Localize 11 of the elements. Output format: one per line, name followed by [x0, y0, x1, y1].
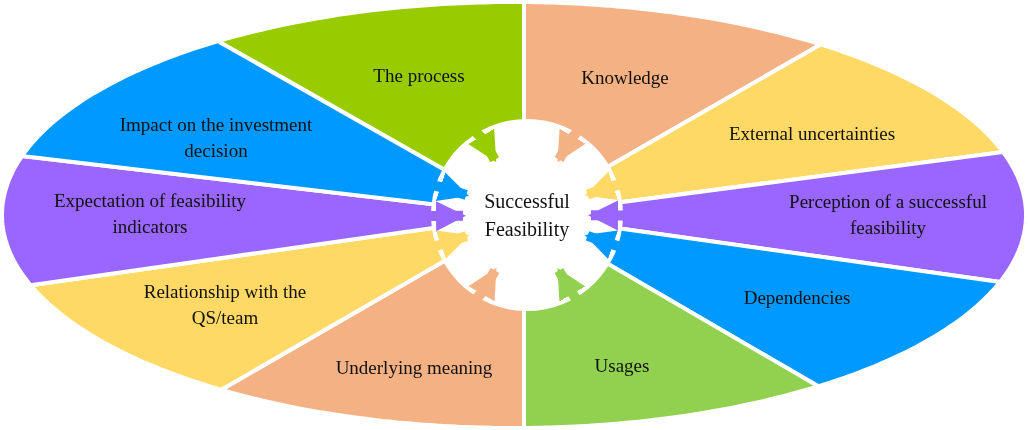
segment-label: Expectation of feasibility indicators — [52, 189, 248, 239]
segment-label: Perception of a successful feasibility — [788, 190, 988, 240]
segment-label: Dependencies — [742, 286, 852, 311]
segment-label: Usages — [593, 354, 651, 379]
segment-label: The process — [372, 64, 466, 89]
segment-label: External uncertainties — [727, 122, 897, 147]
segment-label: Relationship with the QS/team — [142, 280, 308, 330]
segment-label: Impact on the investment decision — [118, 113, 314, 163]
center-label: Successful Feasibility — [483, 189, 571, 243]
segment-label: Underlying meaning — [334, 356, 494, 381]
segment-label: Knowledge — [580, 66, 670, 91]
